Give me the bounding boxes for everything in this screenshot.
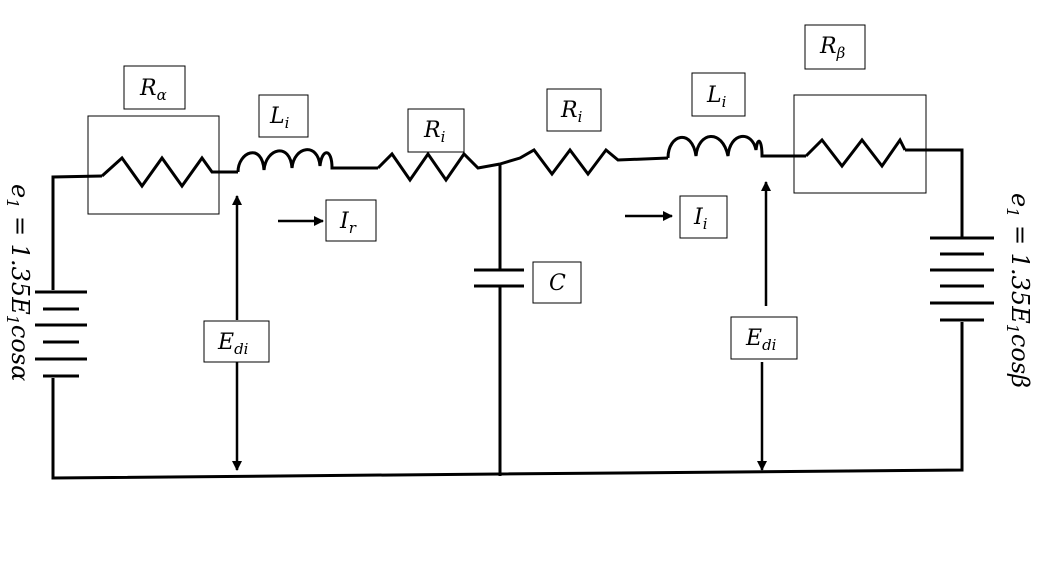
label-c: C	[549, 271, 566, 296]
resistor-r-i-right	[499, 147, 669, 177]
label-l-right: Li	[707, 83, 727, 111]
inductor-l-right	[666, 134, 806, 159]
label-box-r-alpha	[123, 65, 186, 110]
wire-right-top	[905, 148, 964, 237]
label-box-r-i-left	[407, 108, 465, 153]
battery-right	[930, 236, 994, 322]
resistor-r-i-left	[376, 151, 501, 183]
label-r-alpha: Rα	[140, 76, 167, 104]
label-box-r-i-right	[546, 88, 602, 132]
inductor-l-left	[236, 148, 378, 173]
resistor-r-alpha	[100, 155, 238, 189]
label-e-di-right: Edi	[746, 326, 777, 354]
label-i-i: Ii	[694, 205, 708, 233]
label-l-left: Li	[270, 104, 290, 132]
label-box-l-left	[258, 94, 309, 138]
equation-source-left: e1 = 1.35E1cosα	[3, 184, 34, 382]
label-box-i-r	[325, 199, 377, 242]
box-r-alpha-frame	[87, 115, 220, 215]
resistor-r-beta	[804, 137, 907, 169]
label-box-c	[532, 261, 582, 304]
label-box-r-beta	[804, 24, 866, 70]
label-e-di-left: Edi	[218, 330, 249, 358]
battery-left	[35, 290, 87, 378]
label-i-r: Ir	[340, 209, 356, 237]
label-box-i-i	[679, 195, 728, 239]
label-box-e-di-right	[730, 316, 798, 360]
wire-left-bottom	[51, 322, 964, 480]
label-box-e-di-left	[203, 320, 270, 363]
label-r-i-left: Ri	[424, 118, 446, 146]
label-r-beta: Rβ	[820, 34, 846, 62]
wire-left-top	[51, 174, 103, 290]
box-r-beta-frame	[793, 94, 927, 194]
label-r-i-right: Ri	[561, 98, 583, 126]
label-box-l-right	[691, 72, 746, 117]
equation-source-right: e1 = 1.35E1cosβ	[1003, 193, 1034, 389]
